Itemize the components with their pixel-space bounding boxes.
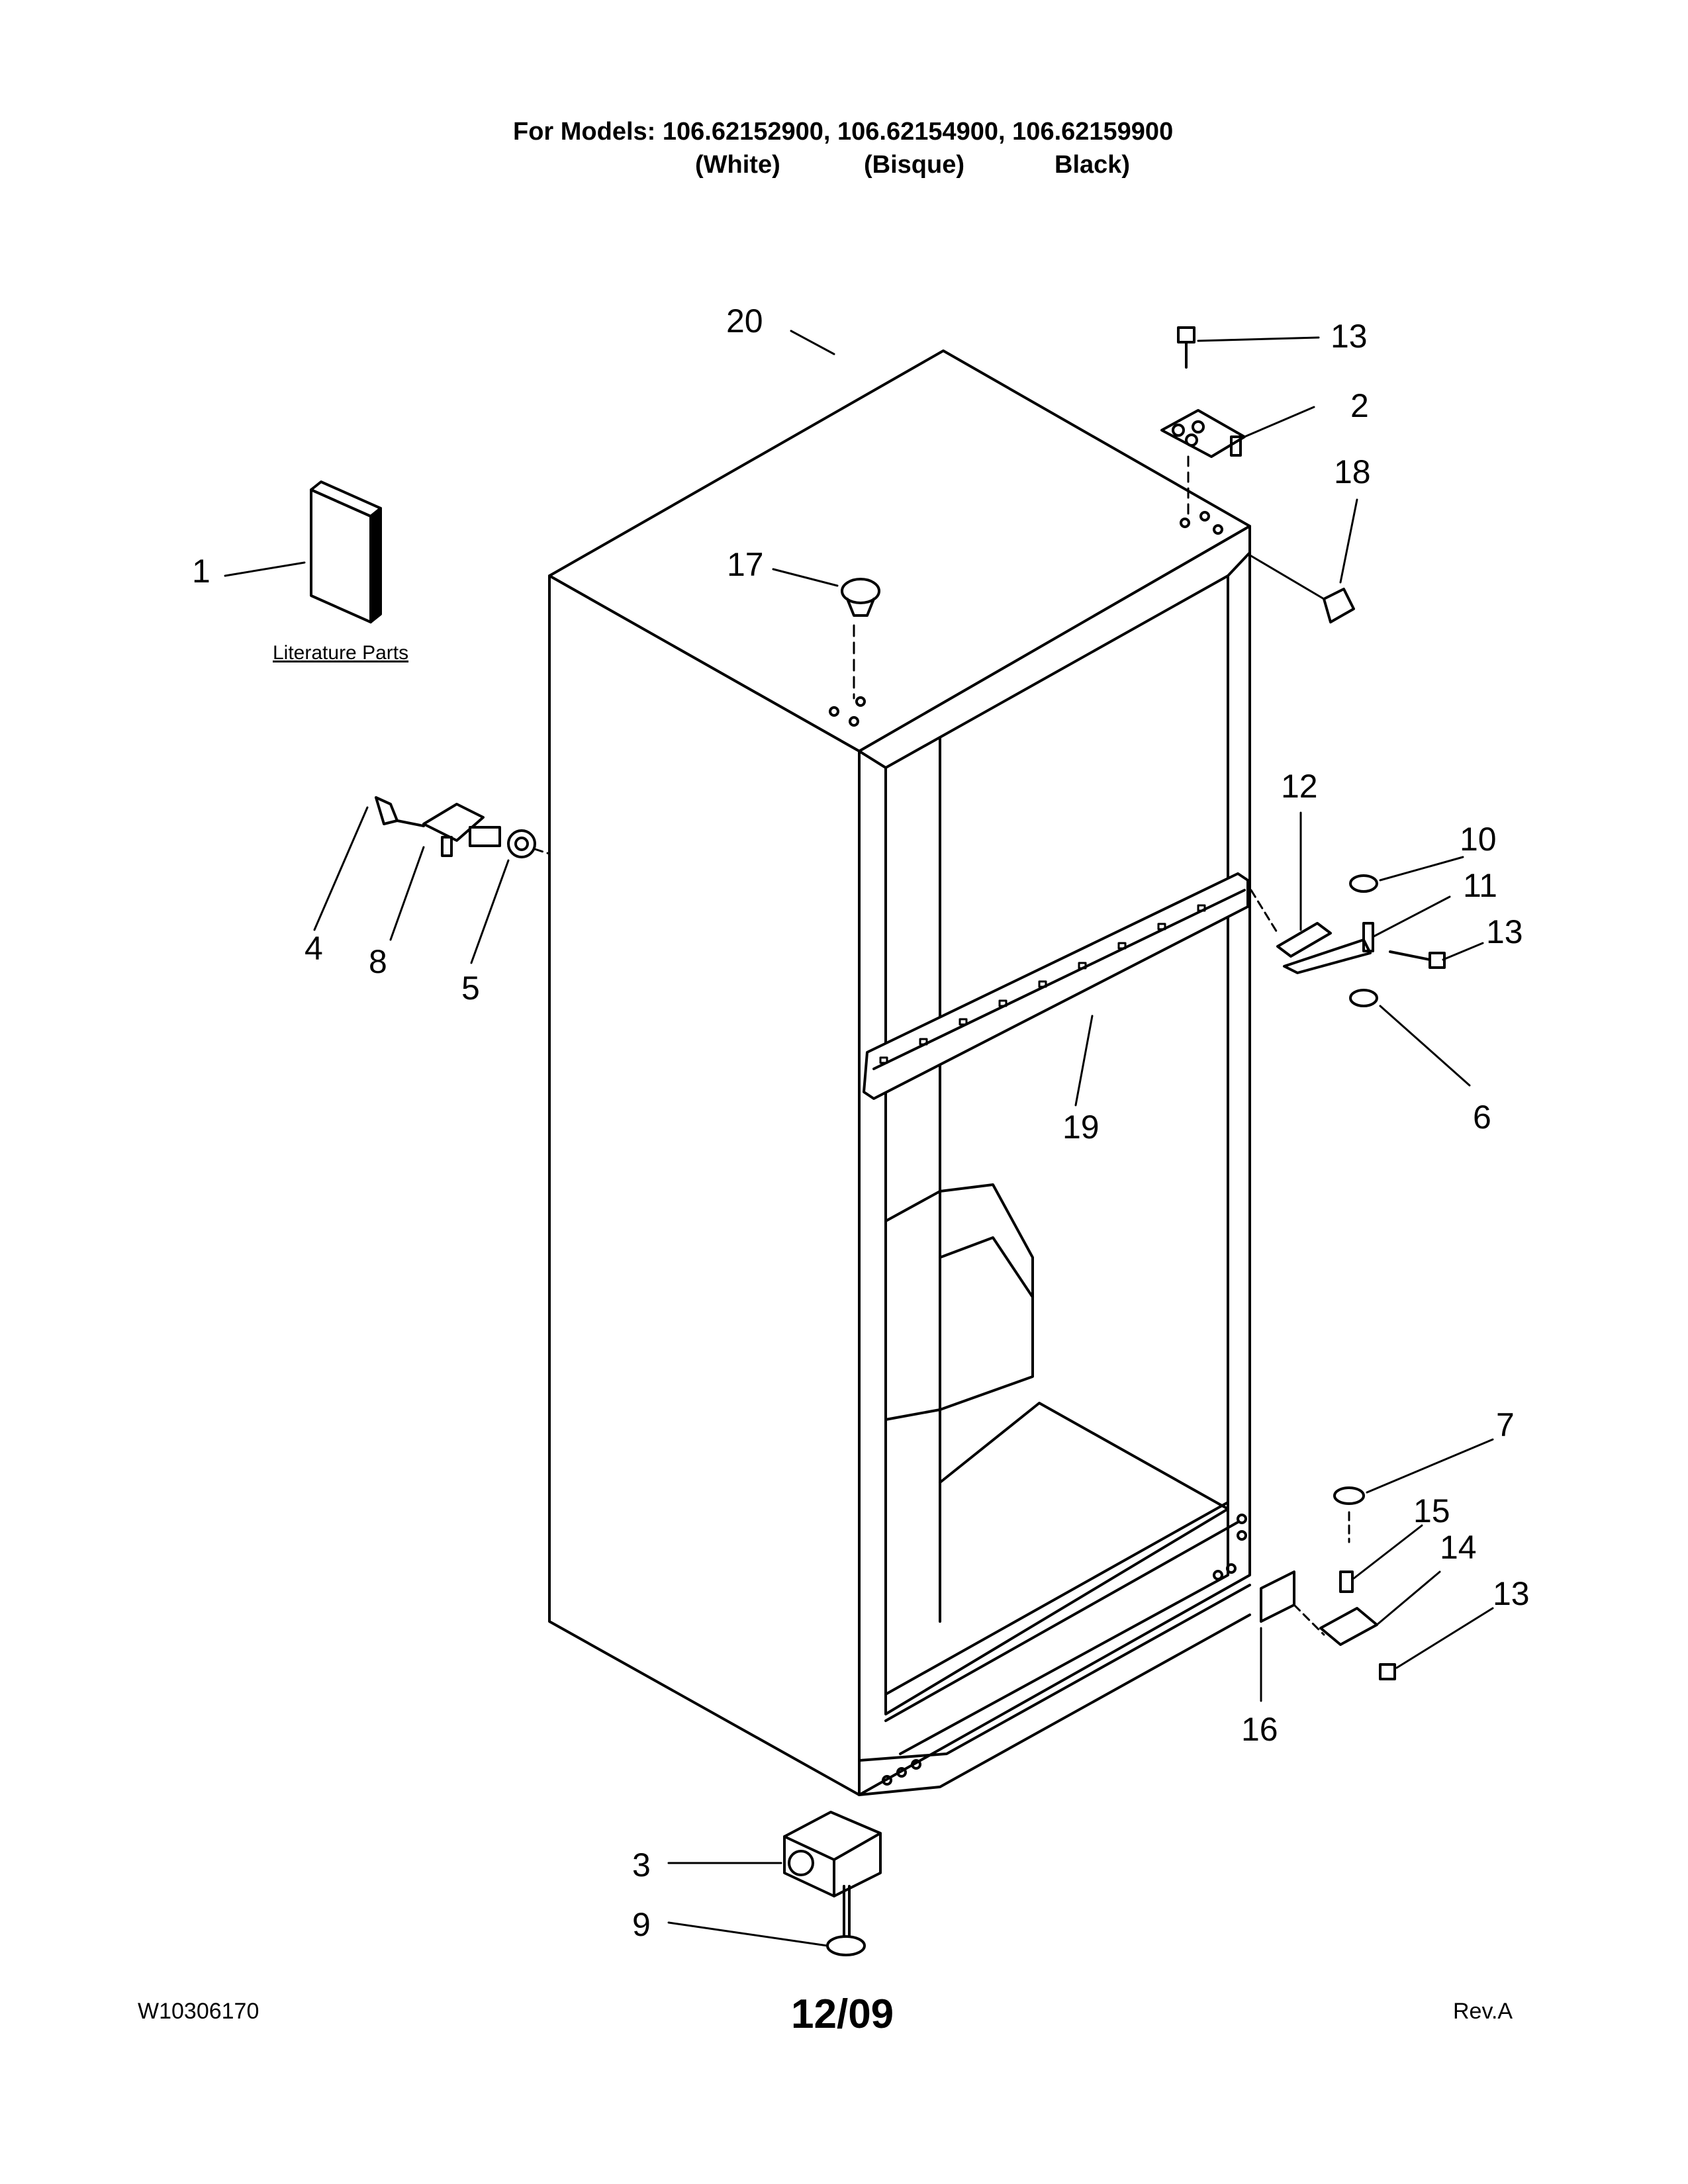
color-white-label: (White) [695, 151, 780, 179]
top-hinge [1160, 326, 1246, 518]
callout-7: 7 [1496, 1406, 1515, 1443]
callout-4: 4 [305, 930, 323, 967]
revision-label: Rev.A [1453, 1999, 1513, 2024]
callout-15: 15 [1413, 1492, 1450, 1529]
callout-1: 1 [192, 553, 211, 590]
callout-16: 16 [1241, 1711, 1278, 1748]
callout-20: 20 [726, 302, 763, 340]
callout-12: 12 [1281, 768, 1318, 805]
center-hinge-assembly [1250, 874, 1446, 1007]
callout-18: 18 [1334, 453, 1371, 490]
callout-numbers: 20 13 2 18 1 17 12 10 11 13 4 8 5 19 6 7… [192, 302, 1530, 1943]
callout-3: 3 [632, 1846, 651, 1884]
callout-5: 5 [461, 970, 480, 1007]
models-header: For Models: 106.62152900, 106.62154900, … [513, 118, 1174, 146]
callout-2: 2 [1350, 387, 1369, 424]
callout-13-bottom: 13 [1493, 1575, 1530, 1612]
revision-date: 12/09 [791, 1991, 894, 2037]
bottom-hinge-assembly [1260, 1486, 1396, 1680]
divider-rail [863, 872, 1249, 1100]
callout-14: 14 [1440, 1529, 1477, 1566]
leader-lines [224, 330, 1494, 1947]
roller-and-leveler [783, 1811, 882, 1956]
hinge-cover [1250, 555, 1355, 623]
literature-parts-label: Literature Parts [273, 642, 409, 664]
callout-8: 8 [369, 943, 387, 980]
callout-17: 17 [727, 546, 764, 583]
color-bisque-label: (Bisque) [864, 151, 964, 179]
callout-13-mid: 13 [1486, 913, 1523, 950]
color-black-label: Black) [1055, 151, 1131, 179]
callout-6: 6 [1473, 1099, 1491, 1136]
callout-13-top: 13 [1331, 318, 1368, 355]
literature-booklet [310, 480, 382, 623]
callout-10: 10 [1460, 821, 1497, 858]
callout-9: 9 [632, 1906, 651, 1943]
document-id: W10306170 [138, 1999, 259, 2024]
callout-11: 11 [1463, 867, 1497, 904]
top-plug [841, 578, 880, 700]
left-hinge-assembly [375, 796, 551, 858]
cabinet-body [548, 349, 1251, 1796]
callout-19: 19 [1062, 1109, 1100, 1146]
